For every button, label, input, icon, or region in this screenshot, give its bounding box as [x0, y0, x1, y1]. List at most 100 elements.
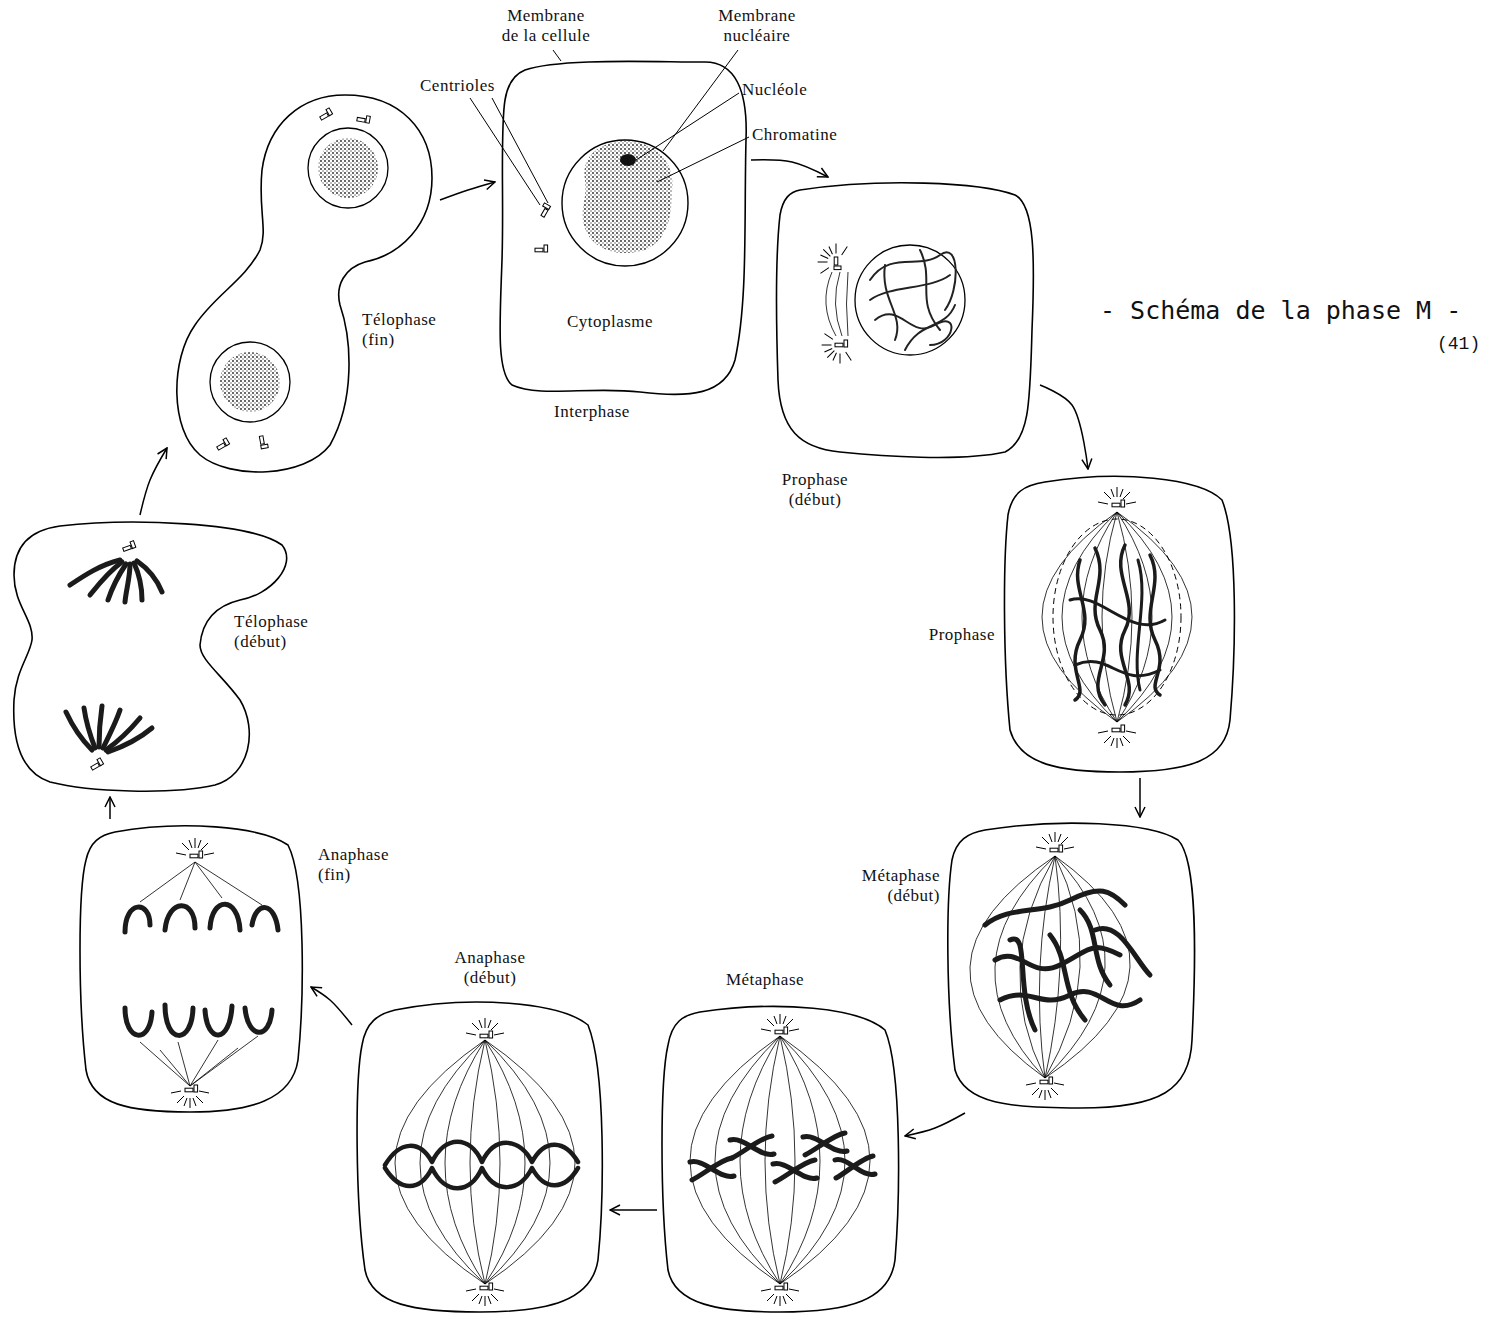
cycle-arrow	[1139, 778, 1141, 817]
prophase-content	[1137, 560, 1142, 690]
cell-outline	[355, 998, 607, 1313]
early-anaphase-content	[480, 1283, 493, 1290]
figure-number: (41)	[1437, 334, 1480, 356]
prophase-content	[1053, 519, 1181, 715]
cycle-arrow	[109, 797, 111, 819]
late-anaphase-content	[252, 908, 278, 930]
early-telophase-content	[137, 561, 162, 592]
leader-line	[470, 50, 749, 205]
metaphase-content	[690, 1036, 780, 1284]
interphase-content	[535, 140, 688, 266]
cell-stage: Anaphase (fin)	[78, 822, 308, 1114]
part-label: Chromatine	[752, 125, 837, 145]
cell-stage: Prophase (début)	[775, 180, 1037, 462]
cell-outline	[170, 93, 437, 478]
early-metaphase-content	[1010, 939, 1035, 1030]
prophase-content	[1117, 512, 1172, 722]
leader-line	[470, 98, 540, 205]
early-telophase-content	[66, 541, 162, 771]
early-prophase-content	[835, 272, 842, 336]
late-telophase-content	[220, 352, 280, 412]
prophase-content	[1062, 512, 1117, 722]
early-prophase-content	[826, 272, 836, 336]
interphase-content	[538, 203, 550, 217]
cell-outline	[78, 822, 308, 1114]
stage-label: Prophase (début)	[782, 470, 848, 511]
early-prophase-content	[855, 245, 965, 355]
early-telophase-content	[122, 541, 136, 552]
early-prophase-content	[834, 257, 841, 270]
interphase-content	[582, 141, 672, 253]
cell-outline	[498, 58, 748, 398]
cell-stage: Métaphase	[660, 1003, 902, 1313]
metaphase-content	[805, 1133, 845, 1155]
late-telophase-content	[215, 438, 229, 450]
cell-outline	[946, 820, 1198, 1110]
early-prophase-content	[870, 252, 956, 310]
early-telophase-content	[89, 758, 103, 770]
metaphase-content	[836, 1156, 873, 1178]
interphase-content	[535, 245, 548, 252]
cell-outline	[775, 180, 1037, 462]
prophase-content	[1121, 545, 1130, 705]
early-telophase-content	[108, 564, 126, 600]
stage-label: Métaphase	[726, 970, 804, 990]
early-metaphase-content	[1080, 910, 1110, 985]
prophase-content	[1112, 725, 1125, 732]
early-metaphase-content	[1050, 935, 1085, 1020]
early-metaphase-content	[1036, 832, 1074, 849]
prophase-content	[1112, 500, 1125, 507]
prophase-content	[1042, 512, 1117, 722]
cell-stage: Télophase (fin)	[170, 93, 437, 478]
early-prophase-content	[884, 265, 897, 340]
late-anaphase-content	[210, 904, 240, 930]
early-anaphase-content	[445, 1040, 485, 1284]
early-telophase-content	[134, 563, 142, 600]
stage-label: Métaphase (début)	[862, 866, 940, 907]
leader-line	[553, 50, 561, 61]
metaphase-content	[780, 1036, 870, 1284]
late-telophase-content	[210, 108, 388, 450]
stage-label: Anaphase (fin)	[318, 845, 389, 886]
metaphase-content	[761, 1289, 799, 1306]
prophase-content	[1098, 487, 1136, 504]
metaphase-content	[775, 1027, 788, 1034]
early-metaphase-content	[1050, 845, 1063, 852]
late-anaphase-content	[125, 907, 150, 932]
stage-label: Anaphase (début)	[454, 948, 525, 989]
late-telophase-content	[308, 128, 388, 208]
cell-stage: CytoplasmeInterphase	[498, 58, 748, 398]
cell-membrane	[80, 826, 302, 1112]
cell-stage: Métaphase (début)	[946, 820, 1198, 1110]
early-telophase-content	[125, 564, 130, 602]
late-anaphase-content	[165, 906, 195, 930]
cell-membrane	[14, 522, 287, 791]
metaphase-content	[775, 1283, 788, 1290]
early-prophase-content	[870, 275, 950, 300]
early-anaphase-content	[480, 1031, 493, 1038]
late-anaphase-content	[125, 1008, 152, 1035]
late-anaphase-content	[140, 1036, 258, 1086]
prophase-content	[1042, 487, 1192, 748]
prophase-content	[1098, 731, 1136, 748]
early-prophase-content	[905, 305, 955, 350]
prophase-content	[1075, 662, 1160, 676]
late-telophase-content	[259, 435, 268, 449]
early-metaphase-content	[1095, 928, 1150, 975]
early-prophase-content	[847, 272, 849, 336]
part-label: Membrane nucléaire	[718, 6, 796, 47]
region-label: Cytoplasme	[567, 312, 653, 332]
prophase-content	[1082, 512, 1117, 722]
early-anaphase-content	[395, 1040, 485, 1284]
cell-membrane	[500, 61, 746, 394]
early-anaphase-content	[385, 1142, 578, 1165]
early-telophase-content	[99, 706, 102, 747]
part-label: Membrane de la cellule	[500, 6, 592, 47]
early-metaphase-content	[1026, 1083, 1064, 1100]
early-anaphase-content	[485, 1040, 550, 1284]
stage-label: Télophase (fin)	[362, 310, 436, 351]
early-anaphase-content	[385, 1168, 578, 1188]
cell-stage: Prophase	[1003, 472, 1238, 775]
cycle-arrow	[311, 987, 352, 1025]
